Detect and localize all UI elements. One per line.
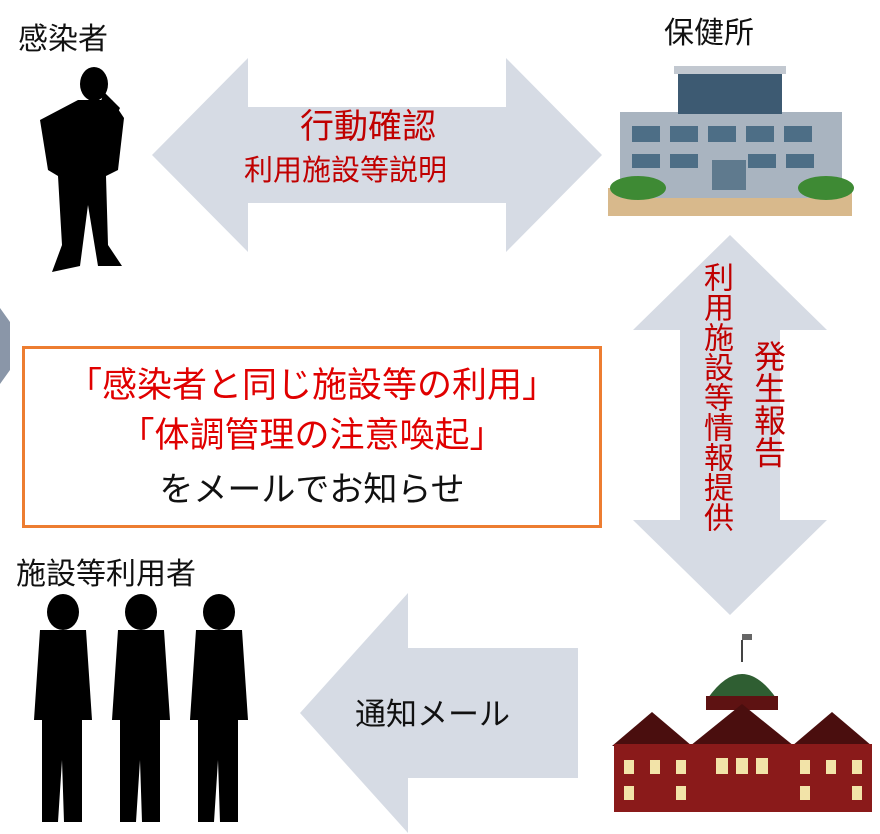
right-arrow-label-1: 利用施設等情報提供 xyxy=(698,262,733,532)
health-center-building-icon xyxy=(608,66,854,216)
infected-label: 感染者 xyxy=(18,22,108,57)
top-double-arrow xyxy=(152,58,602,252)
city-hall-building-icon xyxy=(612,634,872,812)
top-arrow-label-1: 行動確認 xyxy=(300,107,436,147)
bottom-arrow-label: 通知メール xyxy=(355,697,510,733)
health-center-label: 保健所 xyxy=(664,16,754,51)
facility-users-icon xyxy=(34,594,248,822)
right-double-arrow xyxy=(633,235,827,615)
top-arrow-label-2: 利用施設等説明 xyxy=(244,153,448,187)
infected-person-icon xyxy=(40,67,124,272)
right-arrow-label-2: 発生報告 xyxy=(749,340,787,468)
left-edge-arrow xyxy=(0,308,10,384)
bottom-left-arrow xyxy=(300,593,578,833)
notice-box: 「感染者と同じ施設等の利用」 「体調管理の注意喚起」 をメールでお知らせ xyxy=(22,346,602,528)
notice-line-2: 「体調管理の注意喚起」 xyxy=(119,416,505,456)
notice-line-3: をメールでお知らせ xyxy=(159,470,465,510)
facility-users-label: 施設等利用者 xyxy=(16,557,196,592)
notice-line-1: 「感染者と同じ施設等の利用」 xyxy=(66,366,557,406)
